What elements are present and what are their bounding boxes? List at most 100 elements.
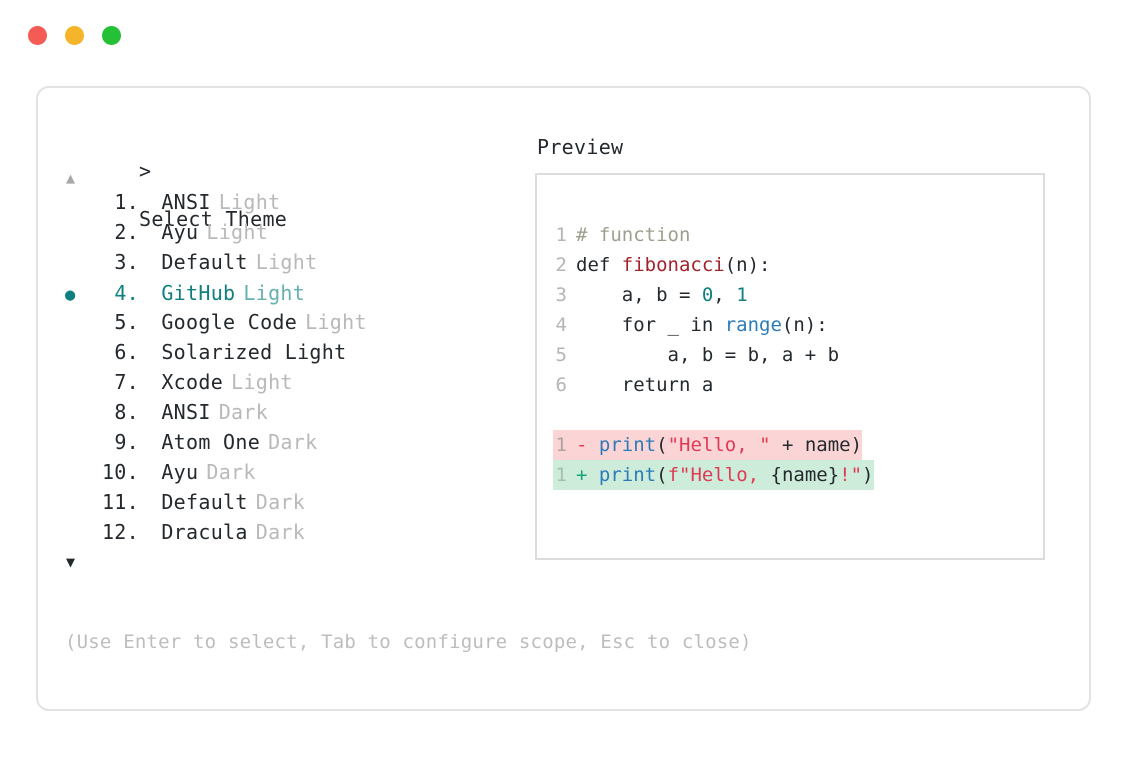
theme-variant: Light <box>206 220 269 244</box>
code-token-plain: ) <box>862 464 874 486</box>
line-number: 5 <box>555 344 567 366</box>
theme-list-item[interactable]: 3. Default Light <box>65 250 505 280</box>
code-token-plain: return a <box>576 374 714 396</box>
diff-highlight: 1- print("Hello, " + name) <box>553 430 863 460</box>
code-token-str: f"Hello, <box>667 464 771 486</box>
theme-index: 11. <box>101 490 139 514</box>
theme-index-spacer <box>139 340 161 364</box>
line-number: 4 <box>555 314 567 336</box>
theme-list-item[interactable]: 1. ANSI Light <box>65 190 505 220</box>
minimize-button[interactable] <box>65 26 84 45</box>
preview-title: Preview <box>537 135 624 159</box>
theme-name: GitHub <box>161 281 236 305</box>
theme-index: 12. <box>101 520 139 544</box>
diff-highlight: 1+ print(f"Hello, {name}!") <box>553 460 874 490</box>
theme-name: Ayu <box>161 460 199 484</box>
theme-variant: Dark <box>255 520 306 544</box>
theme-index: 7. <box>114 370 139 394</box>
theme-variant: Light <box>255 250 318 274</box>
selection-bullet-icon: ● <box>65 285 76 305</box>
theme-index-spacer <box>139 281 161 305</box>
code-line: 1 # function <box>553 220 874 250</box>
theme-index: 8. <box>114 400 139 424</box>
theme-index: 1. <box>114 190 139 214</box>
code-line: 4 for _ in range(n): <box>553 310 874 340</box>
code-line: 5 a, b = b, a + b <box>553 340 874 370</box>
code-token-comment: # function <box>576 224 691 246</box>
theme-variant: Light <box>305 310 367 334</box>
code-blank-line <box>553 400 874 430</box>
scroll-down-icon[interactable]: ▼ <box>66 553 76 571</box>
theme-index: 3. <box>114 250 139 274</box>
theme-name: Solarized Light <box>161 340 347 364</box>
code-token-str: "Hello, " <box>667 434 771 456</box>
code-token-num: 0 <box>701 284 714 306</box>
line-number: 6 <box>555 374 567 396</box>
theme-list-item[interactable]: 11. Default Dark <box>65 490 505 520</box>
theme-index-spacer <box>139 250 161 274</box>
theme-index-spacer <box>139 520 161 544</box>
diff-line-number: 1 <box>555 464 567 486</box>
diff-marker-spacer <box>587 464 598 486</box>
theme-name: Default <box>161 250 248 274</box>
scroll-up-icon[interactable]: ▲ <box>66 169 76 187</box>
code-token-plain: (n): <box>781 314 828 336</box>
code-token-num: 1 <box>736 284 748 306</box>
code-token-plain: {name} <box>770 464 840 486</box>
theme-index-spacer <box>139 190 161 214</box>
theme-variant: Dark <box>206 460 256 484</box>
diff-line-number: 1 <box>555 434 567 456</box>
code-token-func: fibonacci <box>621 254 725 276</box>
keyboard-hint: (Use Enter to select, Tab to configure s… <box>65 631 752 653</box>
code-token-str: !" <box>839 464 863 486</box>
code-token-builtin: range <box>724 314 782 336</box>
code-token-plain: (n): <box>724 254 771 276</box>
code-token-plain: for _ in <box>576 314 725 336</box>
theme-name: ANSI <box>161 190 211 214</box>
close-button[interactable] <box>28 26 47 45</box>
theme-index-spacer <box>139 400 161 424</box>
theme-variant: Dark <box>255 490 306 514</box>
theme-index-spacer <box>139 370 161 394</box>
theme-variant: Light <box>218 190 281 214</box>
theme-index-spacer <box>139 490 161 514</box>
theme-name: Default <box>161 490 248 514</box>
prompt-symbol: > <box>139 159 152 183</box>
theme-variant: Dark <box>218 400 269 424</box>
window-traffic-lights <box>28 26 121 45</box>
theme-index: 9. <box>114 430 139 454</box>
diff-line-add: 1+ print(f"Hello, {name}!") <box>553 460 874 490</box>
page-title: > Select Theme <box>65 135 287 255</box>
theme-index-spacer <box>139 460 161 484</box>
line-number: 2 <box>555 254 567 276</box>
line-number: 3 <box>555 284 567 306</box>
page-title-text: Select Theme <box>139 207 288 231</box>
theme-index-spacer <box>139 220 161 244</box>
theme-list-item[interactable]: 6. Solarized Light <box>65 340 505 370</box>
line-number: 1 <box>555 224 567 246</box>
theme-name: Ayu <box>161 220 199 244</box>
diff-line-del: 1- print("Hello, " + name) <box>553 430 874 460</box>
code-token-plain: a, b = <box>576 284 702 306</box>
code-token-plain: ( <box>656 464 668 486</box>
theme-variant: Light <box>243 281 306 305</box>
code-line: 6 return a <box>553 370 874 400</box>
theme-index: 6. <box>114 340 139 364</box>
maximize-button[interactable] <box>102 26 121 45</box>
code-token-plain: , <box>713 284 737 306</box>
code-token-builtin: print <box>598 464 657 486</box>
